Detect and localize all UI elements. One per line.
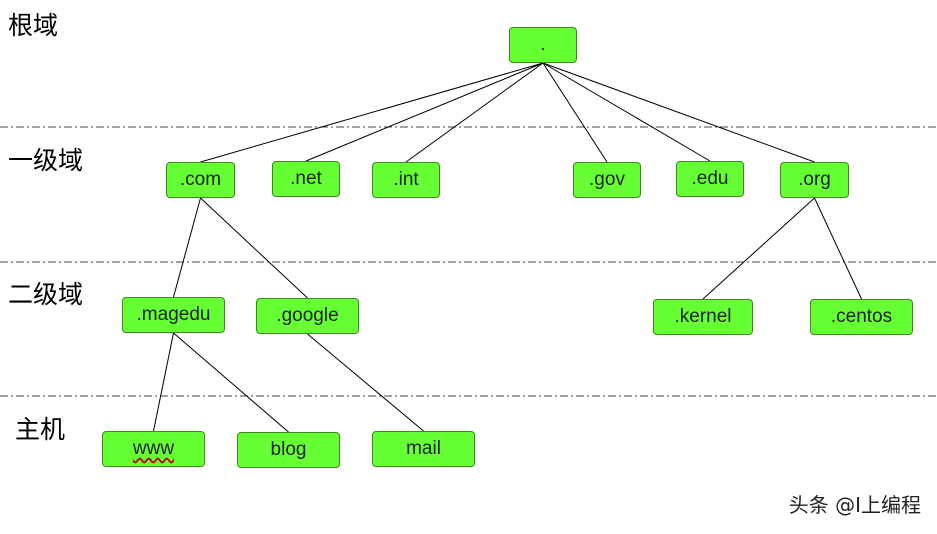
node-net: .net [272, 161, 340, 197]
edge-com-google [200, 197, 308, 299]
edge-magedu-www [153, 332, 174, 432]
node-gov: .gov [573, 162, 641, 198]
node-root: . [509, 27, 577, 63]
edge-org-centos [814, 197, 862, 300]
edge-google-mail [307, 333, 424, 432]
edge-root-org [542, 62, 815, 163]
edge-org-kernel [702, 197, 815, 300]
edge-root-net [305, 62, 544, 162]
node-int: .int [372, 162, 440, 198]
node-centos: .centos [810, 299, 913, 335]
level-label-first: 一级域 [8, 146, 84, 175]
edge-root-com [200, 62, 544, 163]
level-label-second: 二级域 [8, 280, 84, 309]
level-label-host: 主机 [15, 415, 66, 444]
node-org: .org [780, 162, 849, 198]
node-google: .google [256, 298, 359, 334]
level-label-root: 根域 [8, 11, 59, 40]
edge-com-magedu [173, 197, 201, 298]
node-com: .com [166, 162, 235, 198]
node-blog: blog [237, 432, 340, 468]
edge-root-gov [542, 62, 608, 163]
edge-root-int [405, 62, 544, 163]
node-mail: mail [372, 431, 475, 467]
watermark: 头条 @I上编程 [788, 493, 921, 517]
edge-magedu-blog [173, 332, 289, 433]
node-magedu: .magedu [122, 297, 225, 333]
edge-root-edu [542, 62, 711, 162]
node-edu: .edu [676, 161, 744, 197]
node-kernel: .kernel [653, 299, 753, 335]
node-www: www [102, 431, 205, 467]
tree-edges [153, 62, 862, 433]
